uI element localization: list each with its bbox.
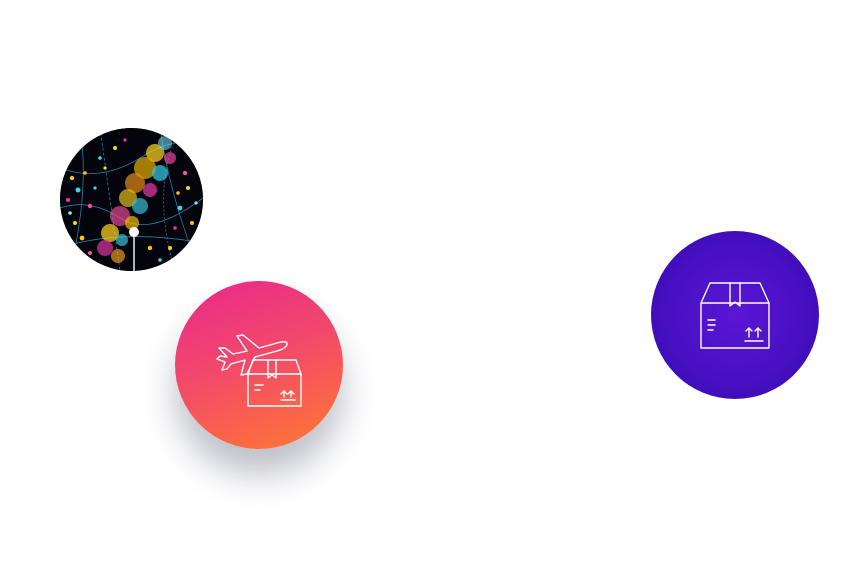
- package-box-icon: [247, 359, 302, 407]
- city-data-map-graphic: [60, 128, 203, 271]
- package-graphic: [700, 282, 770, 349]
- city-data-map-icon: [60, 128, 203, 271]
- air-freight-badge: [175, 281, 343, 449]
- airplane-icon: [216, 334, 288, 376]
- air-freight-graphic: [216, 334, 302, 407]
- package-box-icon: [700, 282, 770, 349]
- package-badge: [651, 231, 819, 399]
